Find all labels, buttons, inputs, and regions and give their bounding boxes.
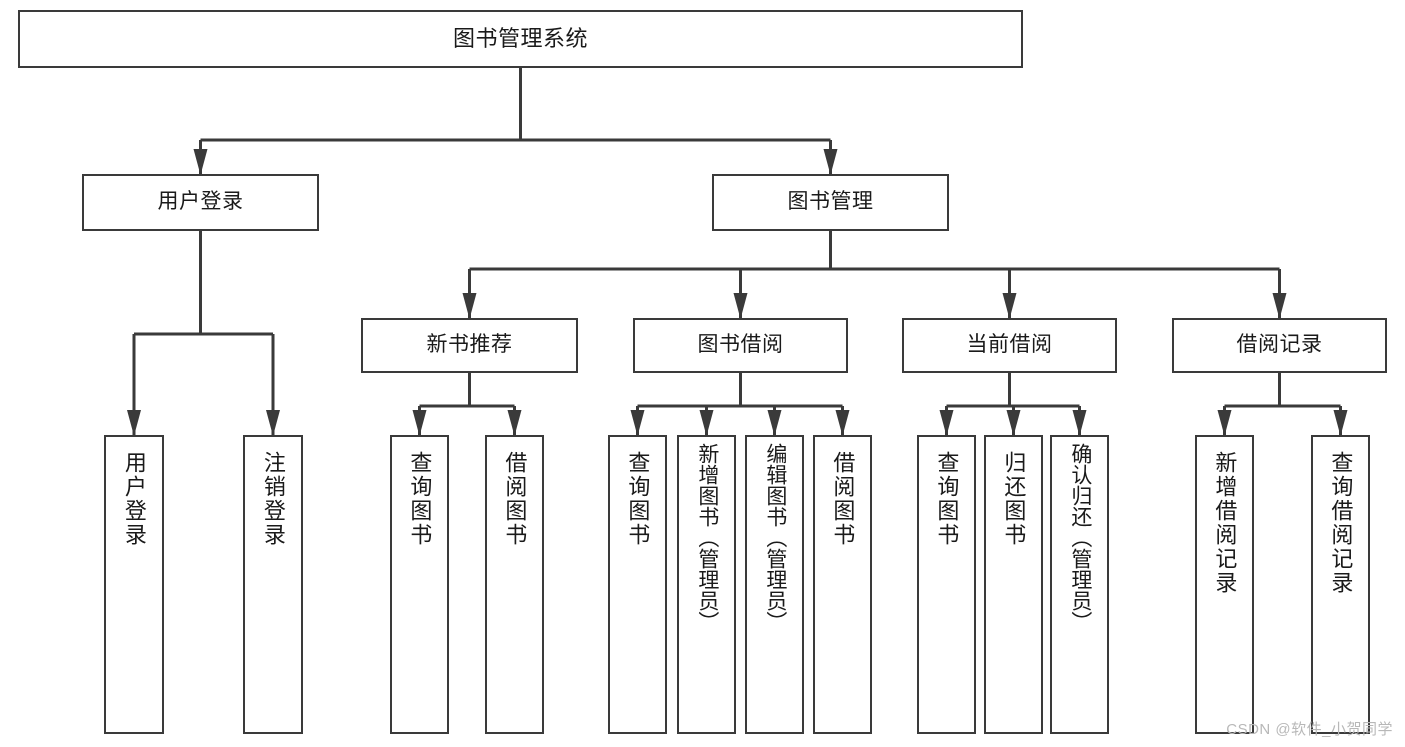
node-leaf-user-logout[interactable]: 注销登录	[243, 435, 303, 734]
arrow-head-user-login	[193, 149, 208, 175]
arrow-head-leaf-borrow-book-2	[835, 410, 850, 436]
arrow-head-leaf-borrow-book-1	[507, 410, 522, 436]
arrow-head-borrow-record	[1272, 293, 1287, 319]
arrow-head-leaf-user-login	[127, 410, 141, 436]
node-label: 图书管理系统	[452, 26, 588, 52]
arrow-head-book-manage	[823, 149, 838, 175]
node-leaf-edit-book[interactable]: 编辑图书（管理员）	[745, 435, 804, 734]
node-label: 借阅记录	[1236, 333, 1323, 357]
node-book-manage[interactable]: 图书管理	[712, 174, 949, 231]
node-label: 注销登录	[260, 451, 286, 547]
node-leaf-query-record[interactable]: 查询借阅记录	[1311, 435, 1370, 734]
node-label: 用户登录	[121, 451, 147, 547]
node-leaf-borrow-book-2[interactable]: 借阅图书	[813, 435, 872, 734]
node-leaf-borrow-book-1[interactable]: 借阅图书	[485, 435, 544, 734]
node-label: 归还图书	[1001, 451, 1027, 547]
arrow-head-book-borrow	[733, 293, 748, 319]
node-user-login[interactable]: 用户登录	[82, 174, 319, 231]
arrow-head-leaf-edit-book	[767, 410, 782, 436]
arrow-head-leaf-confirm-return	[1072, 410, 1087, 436]
node-leaf-query-book-3[interactable]: 查询图书	[917, 435, 976, 734]
node-label: 编辑图书（管理员）	[763, 443, 787, 632]
node-leaf-confirm-return[interactable]: 确认归还（管理员）	[1050, 435, 1109, 734]
node-leaf-add-book[interactable]: 新增图书（管理员）	[677, 435, 736, 734]
node-root[interactable]: 图书管理系统	[18, 10, 1023, 68]
arrow-head-leaf-add-record	[1217, 410, 1232, 436]
arrow-head-new-book-recommend	[462, 293, 477, 319]
node-leaf-query-book-2[interactable]: 查询图书	[608, 435, 667, 734]
node-leaf-add-record[interactable]: 新增借阅记录	[1195, 435, 1254, 734]
node-new-book-recommend[interactable]: 新书推荐	[361, 318, 578, 373]
arrow-head-current-borrow	[1002, 293, 1017, 319]
node-label: 查询图书	[625, 451, 651, 547]
node-book-borrow[interactable]: 图书借阅	[633, 318, 848, 373]
node-label: 借阅图书	[830, 451, 856, 547]
node-label: 查询图书	[407, 451, 433, 547]
node-label: 新增图书（管理员）	[695, 443, 719, 632]
node-label: 当前借阅	[966, 333, 1053, 357]
arrow-head-leaf-add-book	[699, 410, 714, 436]
node-leaf-user-login[interactable]: 用户登录	[104, 435, 164, 734]
node-label: 新增借阅记录	[1212, 451, 1238, 595]
node-borrow-record[interactable]: 借阅记录	[1172, 318, 1387, 373]
arrow-head-leaf-query-book-2	[630, 410, 645, 436]
arrow-head-leaf-query-record	[1333, 410, 1348, 436]
arrow-head-leaf-query-book-3	[939, 410, 954, 436]
arrow-head-leaf-user-logout	[266, 410, 280, 436]
node-current-borrow[interactable]: 当前借阅	[902, 318, 1117, 373]
node-leaf-query-book-1[interactable]: 查询图书	[390, 435, 449, 734]
node-label: 借阅图书	[502, 451, 528, 547]
arrow-head-leaf-query-book-1	[412, 410, 427, 436]
node-label: 查询借阅记录	[1328, 451, 1354, 595]
arrow-head-leaf-return-book	[1006, 410, 1021, 436]
node-label: 新书推荐	[426, 333, 513, 357]
node-label: 图书借阅	[697, 333, 784, 357]
node-label: 图书管理	[787, 190, 874, 214]
node-leaf-return-book[interactable]: 归还图书	[984, 435, 1043, 734]
node-label: 确认归还（管理员）	[1068, 443, 1092, 632]
node-label: 查询图书	[934, 451, 960, 547]
node-label: 用户登录	[157, 190, 244, 214]
